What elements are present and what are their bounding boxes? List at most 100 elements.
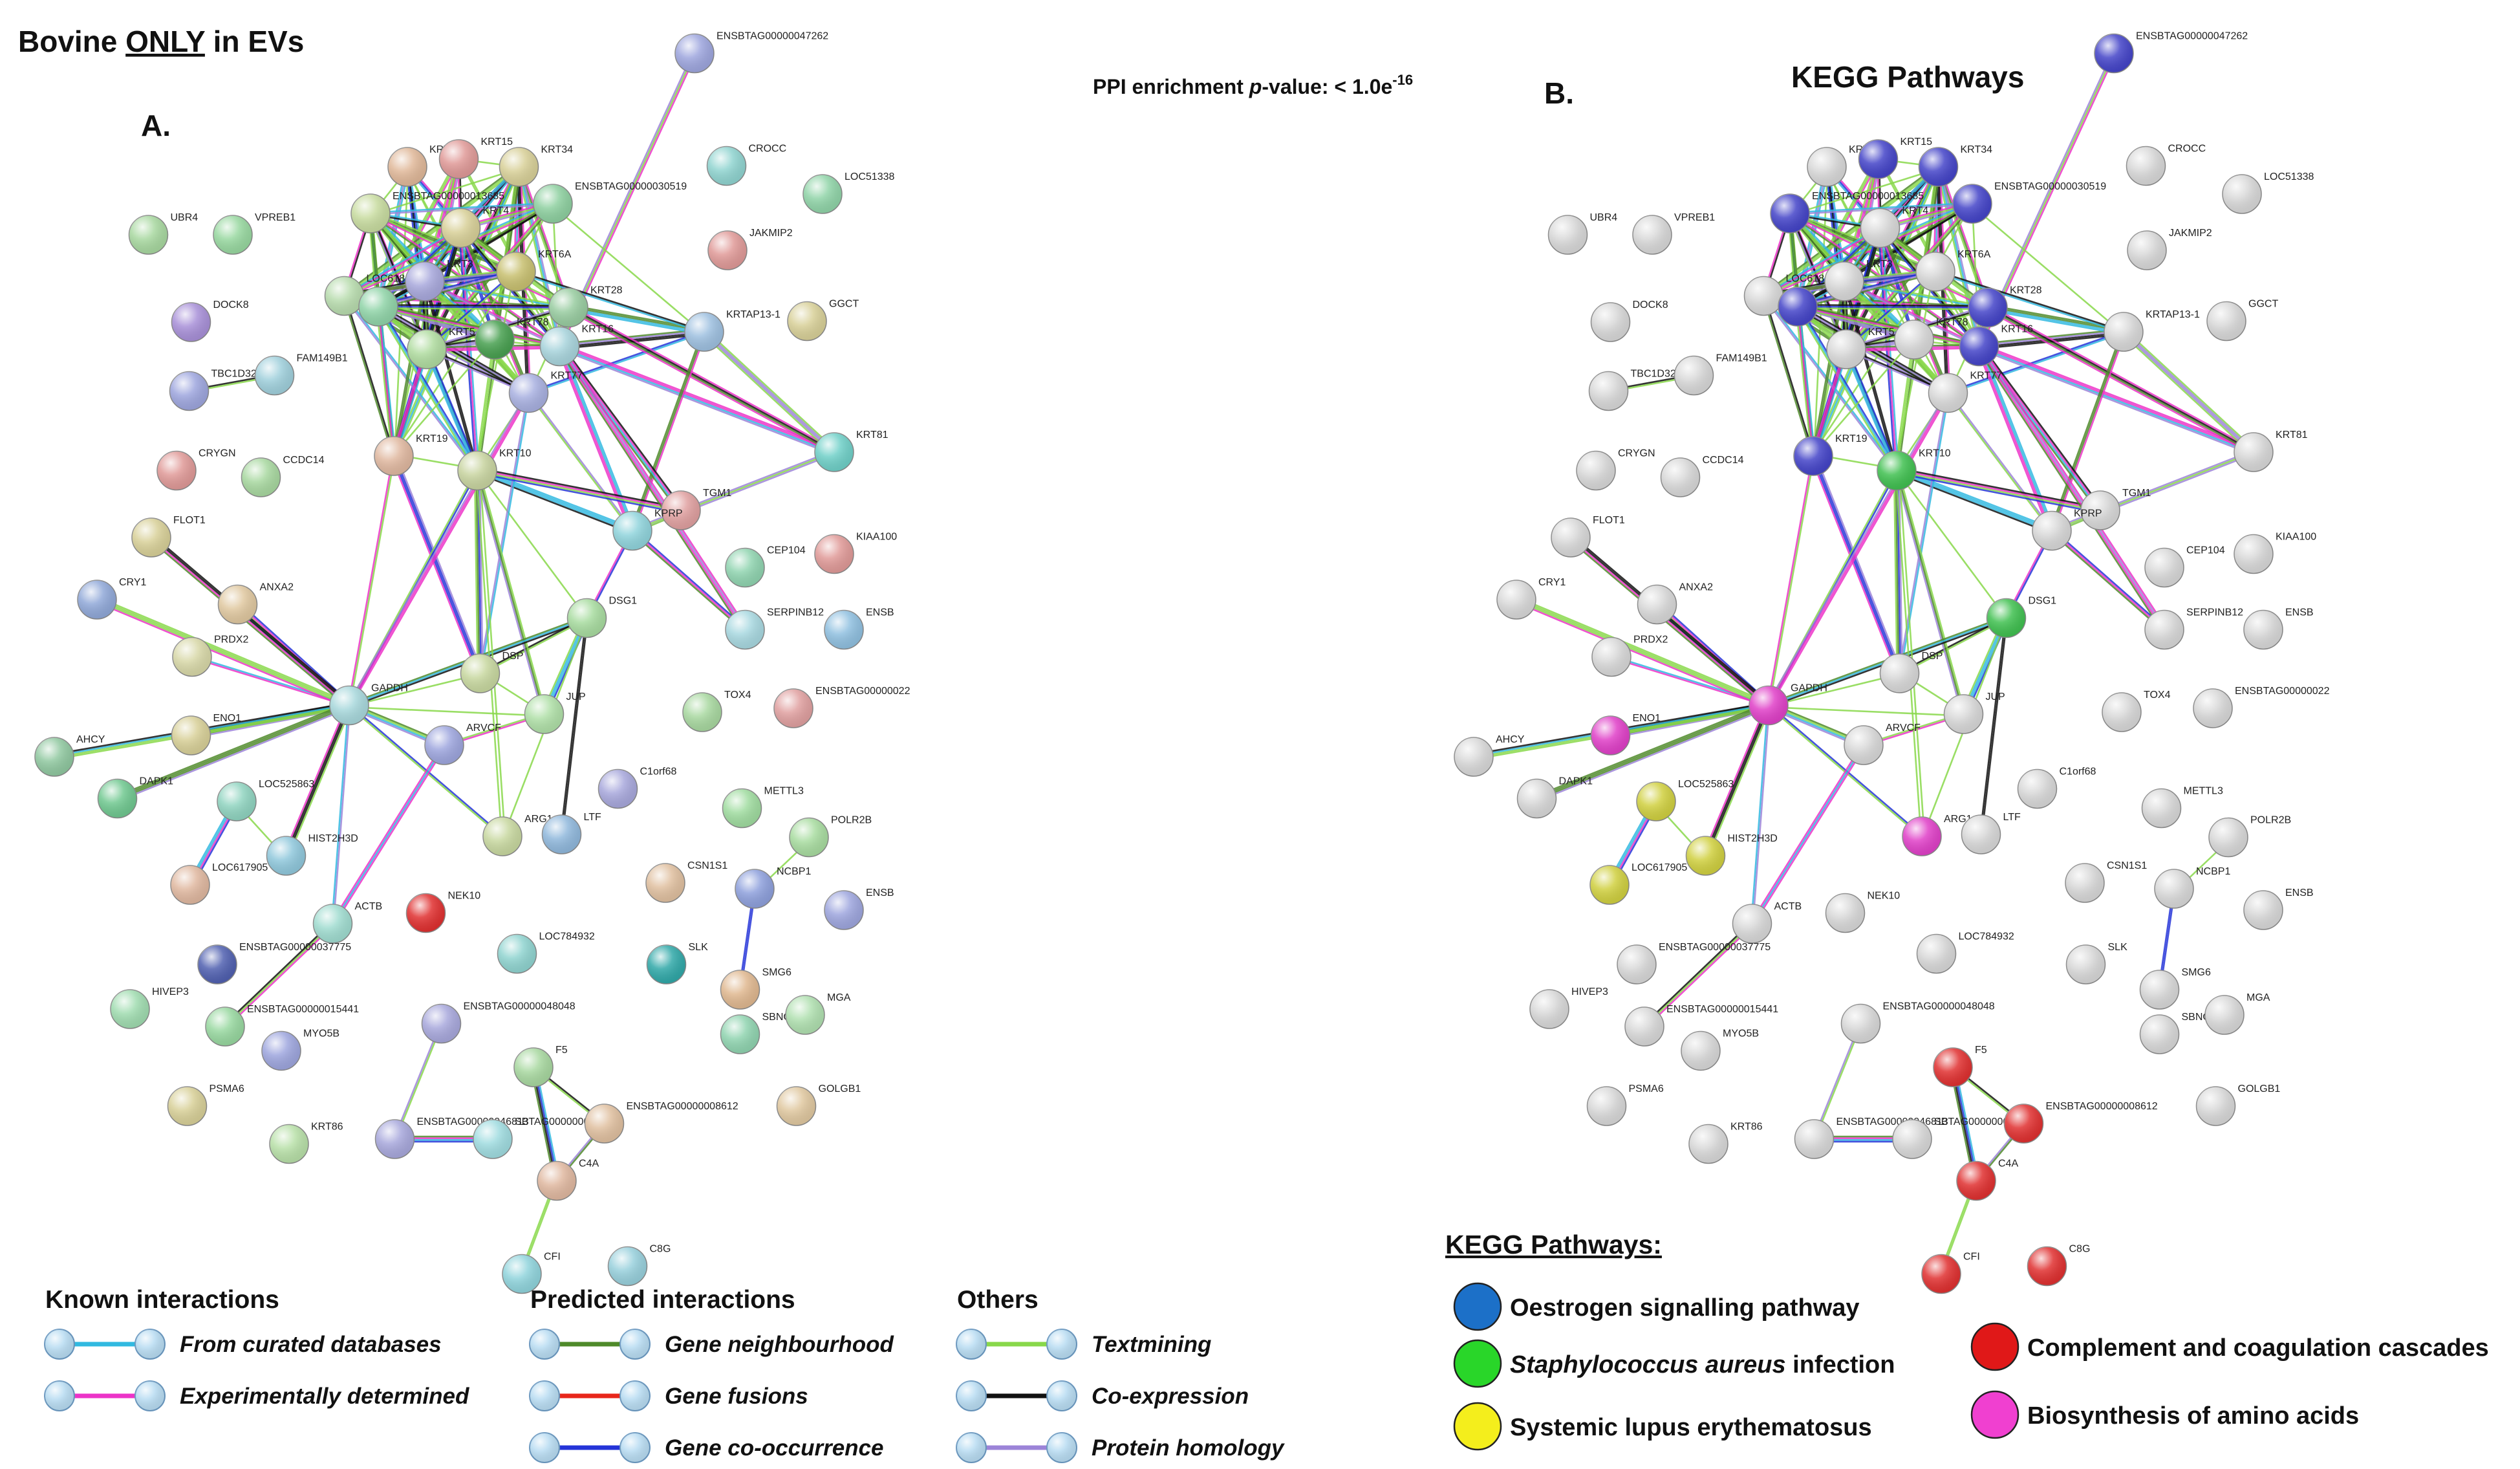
node-myo5b[interactable]: MYO5B	[261, 1028, 339, 1071]
node-ensbtag00000008612[interactable]: ENSBTAG00000008612	[2003, 1101, 2158, 1144]
node-loc525863[interactable]: LOC525863	[1636, 779, 1734, 822]
node-myo5b[interactable]: MYO5B	[1681, 1028, 1759, 1071]
node-ccdc14[interactable]: CCDC14	[1660, 455, 1744, 497]
node-ensbtag00000008612[interactable]: ENSBTAG00000008612	[584, 1101, 738, 1144]
node-krt4[interactable]: KRT4	[440, 206, 510, 248]
node-locx[interactable]	[1778, 287, 1818, 327]
node-slk[interactable]: SLK	[646, 942, 709, 985]
node-ensbtag00000047262[interactable]: ENSBTAG00000047262	[2094, 31, 2248, 74]
node-smg6[interactable]: SMG6	[2139, 967, 2211, 1010]
node-ensbtag00000037775[interactable]: ENSBTAG00000037775	[1617, 942, 1771, 985]
node-dock8[interactable]: DOCK8	[171, 299, 249, 342]
node-kprp[interactable]: KPRP	[2032, 508, 2102, 551]
node-ensb-1[interactable]: ENSB	[2243, 607, 2314, 650]
node-eno1[interactable]: ENO1	[171, 713, 242, 756]
node-tgm1[interactable]: TGM1	[661, 488, 732, 530]
node-crocc[interactable]: CROCC	[706, 144, 787, 186]
node-krt78[interactable]: KRT78	[475, 317, 549, 360]
node-ensbtag00000047262[interactable]: ENSBTAG00000047262	[674, 31, 828, 74]
node-arg1[interactable]: ARG1	[1902, 814, 1972, 856]
node-ahcy[interactable]: AHCY	[1454, 734, 1525, 777]
node-prdx2[interactable]: PRDX2	[1591, 635, 1668, 677]
node-ncbp1[interactable]: NCBP1	[735, 866, 811, 909]
node-krt4[interactable]: KRT4	[1860, 206, 1929, 248]
node-tbc1d32[interactable]: TBC1D32	[169, 369, 257, 411]
node-krt5[interactable]: KRT5	[1826, 327, 1895, 369]
node-krt16[interactable]: KRT16	[1959, 324, 2034, 367]
node-krtap13-1[interactable]: KRTAP13-1	[2104, 309, 2200, 352]
node-smg6[interactable]: SMG6	[720, 967, 792, 1010]
node-loc784932[interactable]: LOC784932	[1916, 931, 2014, 974]
node-krt10[interactable]: KRT10	[457, 448, 532, 491]
node-prdx2[interactable]: PRDX2	[172, 635, 248, 677]
node-loc51338[interactable]: LOC51338	[2222, 171, 2314, 214]
node-krt86[interactable]: KRT86	[269, 1122, 343, 1164]
node-dapk1[interactable]: DAPK1	[97, 776, 174, 819]
node-psma6[interactable]: PSMA6	[1586, 1083, 1664, 1126]
node-sbtag00000003408[interactable]: SBTAG00000003408	[473, 1116, 612, 1159]
node-anxa2[interactable]: ANXA2	[217, 582, 294, 625]
node-csn1s1[interactable]: CSN1S1	[2065, 860, 2147, 903]
node-flot1[interactable]: FLOT1	[131, 515, 206, 558]
node-f5[interactable]: F5	[513, 1045, 568, 1087]
node-dock8[interactable]: DOCK8	[1590, 299, 1668, 342]
node-actb[interactable]: ACTB	[1732, 901, 1802, 944]
node-serpinb12[interactable]: SERPINB12	[725, 607, 824, 650]
node-dsg1[interactable]: DSG1	[566, 596, 638, 638]
node-c1orf68[interactable]: C1orf68	[598, 767, 677, 809]
node-krt16[interactable]: KRT16	[539, 324, 614, 367]
node-jakmip2[interactable]: JAKMIP2	[2127, 228, 2212, 270]
node-ltf[interactable]: LTF	[541, 812, 601, 854]
node-hivep3[interactable]: HIVEP3	[110, 986, 189, 1029]
node-tox4[interactable]: TOX4	[2102, 690, 2171, 732]
node-dsp[interactable]: DSP	[1879, 651, 1943, 693]
node-flot1[interactable]: FLOT1	[1551, 515, 1625, 558]
node-krt81[interactable]: KRT81	[2234, 430, 2308, 472]
node-ensbtag00000030519[interactable]: ENSBTAG00000030519	[1952, 181, 2106, 224]
node-c1orf68[interactable]: C1orf68	[2017, 767, 2096, 809]
node-fam149b1[interactable]: FAM149B1	[254, 353, 348, 396]
node-cry1[interactable]: CRY1	[1496, 577, 1566, 620]
node-jakmip2[interactable]: JAKMIP2	[707, 228, 793, 270]
node-ensbtag00000022[interactable]: ENSBTAG00000022	[773, 686, 910, 728]
node-ensb-2[interactable]: ENSB	[2243, 887, 2314, 930]
node-gapdh[interactable]: GAPDH	[329, 683, 408, 726]
node-ensb-1[interactable]: ENSB	[824, 607, 894, 650]
node-krt81[interactable]: KRT81	[814, 430, 888, 472]
node-golgb1[interactable]: GOLGB1	[776, 1083, 861, 1126]
node-ensbtag00000037775[interactable]: ENSBTAG00000037775	[197, 942, 351, 985]
node-mettl3[interactable]: METTL3	[2141, 786, 2223, 829]
node-loc51338[interactable]: LOC51338	[802, 171, 894, 214]
node-arg1[interactable]: ARG1	[482, 814, 553, 856]
node-cep104[interactable]: CEP104	[2144, 545, 2225, 588]
node-tgm1[interactable]: TGM1	[2080, 488, 2151, 530]
node-krt28[interactable]: KRT28	[1968, 285, 2042, 328]
node-ggct[interactable]: GGCT	[2206, 299, 2278, 342]
node-gapdh[interactable]: GAPDH	[1749, 683, 1827, 726]
node-cfi[interactable]: CFI	[502, 1252, 561, 1294]
node-c4a[interactable]: C4A	[537, 1159, 599, 1201]
node-krt3[interactable]: KRT3	[1824, 259, 1893, 301]
node-crygn[interactable]: CRYGN	[1576, 448, 1655, 491]
node-mga[interactable]: MGA	[785, 992, 851, 1035]
node-mga[interactable]: MGA	[2204, 992, 2270, 1035]
node-cry1[interactable]: CRY1	[77, 577, 146, 620]
node-anxa2[interactable]: ANXA2	[1637, 582, 1714, 625]
node-arvcf[interactable]: ARVCF	[424, 723, 501, 765]
node-ensbtag00000048048[interactable]: ENSBTAG00000048048	[1840, 1001, 1995, 1044]
node-ccdc14[interactable]: CCDC14	[241, 455, 325, 497]
node-krt28[interactable]: KRT28	[548, 285, 623, 328]
node-loc525863[interactable]: LOC525863	[217, 779, 314, 822]
node-krt34[interactable]: KRT34	[1918, 144, 1993, 187]
node-loc617905[interactable]: LOC617905	[170, 862, 268, 905]
node-ensbtag00000013685[interactable]: ENSBTAG00000013685	[1770, 191, 1924, 234]
node-loc617905[interactable]: LOC617905	[1589, 862, 1687, 905]
node-tox4[interactable]: TOX4	[682, 690, 751, 732]
node-ubr4[interactable]: UBR4	[128, 212, 199, 255]
node-krt34[interactable]: KRT34	[499, 144, 574, 187]
node-serpinb12[interactable]: SERPINB12	[2144, 607, 2243, 650]
node-nek10[interactable]: NEK10	[1825, 891, 1901, 933]
node-fam149b1[interactable]: FAM149B1	[1674, 353, 1767, 396]
node-psma6[interactable]: PSMA6	[167, 1083, 244, 1126]
node-ensbtag00000046813[interactable]: ENSBTAG00000046813	[1794, 1116, 1948, 1159]
